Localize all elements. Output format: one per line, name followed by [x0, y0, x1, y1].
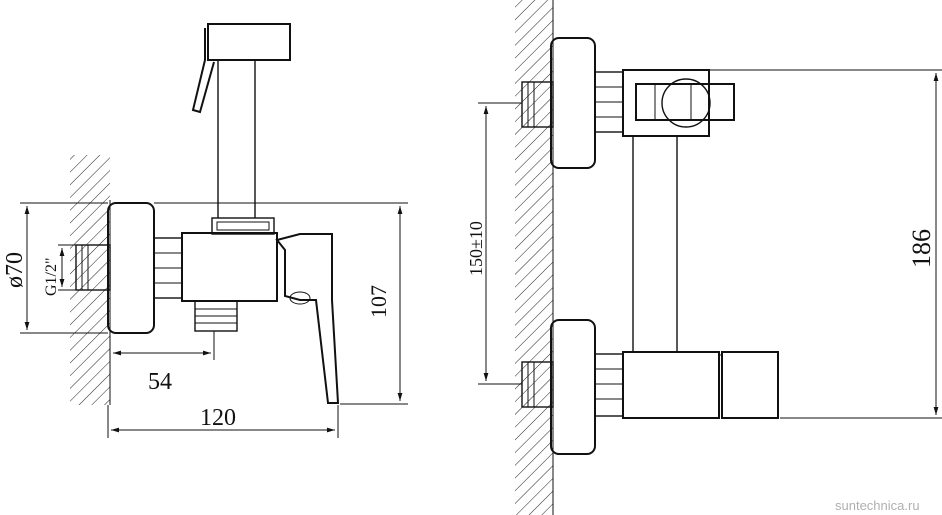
lower-handle [721, 351, 779, 419]
wall-hatch-right [515, 0, 553, 515]
inlet-pipe-left [75, 244, 111, 291]
lower-flange [550, 319, 596, 455]
top-collar [211, 217, 275, 235]
lower-valve-body [622, 351, 720, 419]
dim-107: 107 [366, 285, 391, 318]
watermark: suntechnica.ru [835, 498, 920, 513]
hand-shower-head [207, 23, 291, 61]
wall-flange-left [107, 202, 155, 334]
upper-inlet [521, 81, 554, 128]
shower-trigger [191, 28, 215, 114]
upper-holder [622, 69, 710, 137]
dim-54: 54 [148, 369, 172, 395]
dim-120: 120 [200, 405, 236, 431]
mixer-handle [275, 233, 340, 404]
dim-150: 150±10 [466, 221, 486, 276]
valve-body-left [181, 232, 278, 302]
upper-flange [550, 37, 596, 169]
lower-hex-nut [594, 353, 624, 417]
side-view: ø70 G1/2" 54 120 107 [2, 23, 408, 438]
dim-diameter: ø70 [2, 252, 28, 288]
upper-lever [635, 83, 735, 121]
dim-186: 186 [907, 229, 936, 268]
dim-thread: G1/2" [43, 257, 60, 296]
front-view: 150±10 186 [466, 0, 942, 515]
